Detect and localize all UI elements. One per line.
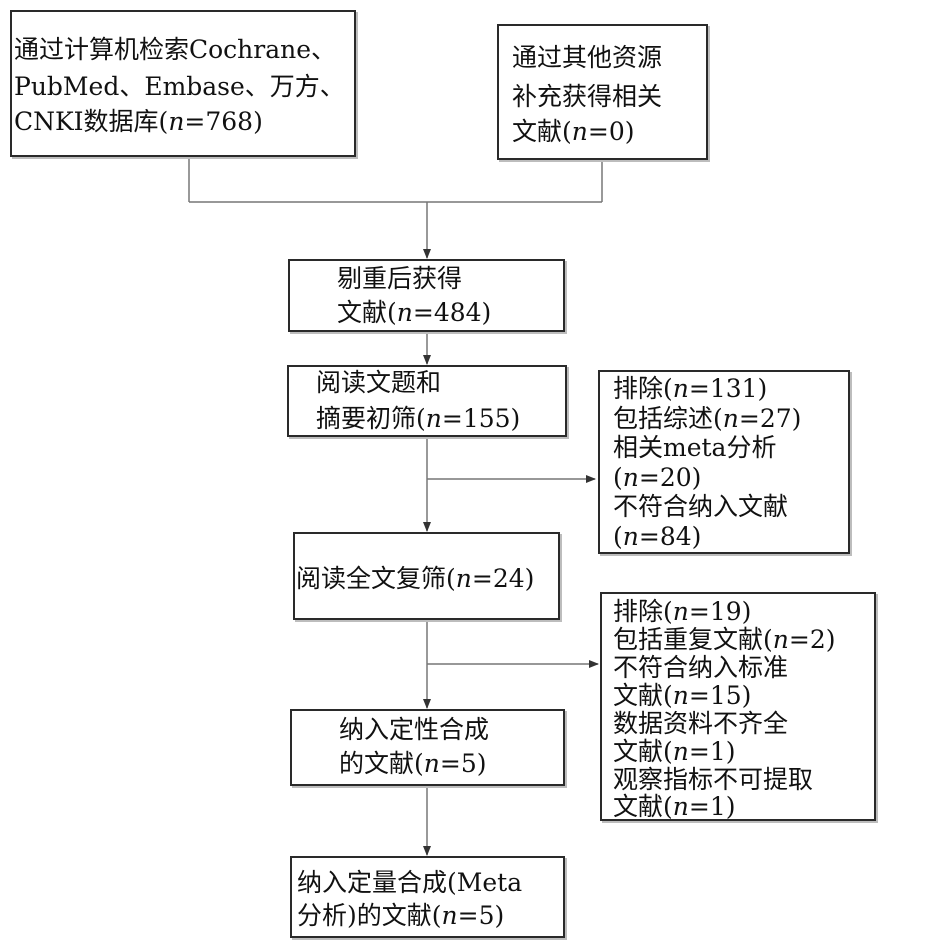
dedup-box bbox=[288, 259, 565, 332]
other-sources-box bbox=[497, 24, 708, 160]
other-line-2: 补充获得相关 bbox=[512, 82, 663, 111]
exclude2-line-3: 不符合纳入标准 bbox=[613, 653, 789, 682]
other-line-3: 文献(n=0) bbox=[512, 117, 635, 146]
exclude2-line-2: 包括重复文献(n=2) bbox=[613, 625, 836, 654]
dedup-line-1: 剔重后获得 bbox=[337, 264, 463, 293]
exclude2-line-4: 文献(n=15) bbox=[613, 681, 752, 710]
quantitative-box bbox=[290, 856, 565, 938]
exclude1-box bbox=[598, 370, 850, 554]
search-line-3: CNKI数据库(n=768) bbox=[14, 107, 263, 136]
screen-line-2: 摘要初筛(n=155) bbox=[316, 404, 521, 433]
exclude1-line-3: 相关meta分析 bbox=[613, 433, 777, 462]
exclude2-line-6: 文献(n=1) bbox=[613, 737, 736, 766]
exclude1-line-6: (n=84) bbox=[613, 522, 702, 551]
dedup-line-2: 文献(n=484) bbox=[337, 298, 492, 327]
fulltext-box bbox=[293, 532, 560, 620]
exclude1-line-1: 排除(n=131) bbox=[613, 374, 768, 403]
quantitative-line-1: 纳入定量合成(Meta bbox=[297, 868, 523, 897]
exclude2-line-1: 排除(n=19) bbox=[613, 597, 752, 626]
search-box bbox=[10, 10, 356, 157]
other-line-1: 通过其他资源 bbox=[512, 43, 663, 72]
exclude2-box bbox=[600, 592, 876, 821]
quantitative-line-2: 分析)的文献(n=5) bbox=[297, 901, 505, 930]
qualitative-line-2: 的文献(n=5) bbox=[339, 749, 487, 778]
screen-line-1: 阅读文题和 bbox=[316, 368, 442, 397]
exclude1-line-4: (n=20) bbox=[613, 463, 702, 492]
exclude2-line-8: 文献(n=1) bbox=[613, 792, 736, 821]
exclude1-line-5: 不符合纳入文献 bbox=[613, 492, 789, 521]
qualitative-box bbox=[290, 709, 565, 786]
exclude1-line-2: 包括综述(n=27) bbox=[613, 404, 802, 433]
screen-box bbox=[287, 365, 567, 437]
search-line-2: PubMed、Embase、万方、 bbox=[14, 72, 345, 101]
search-line-1: 通过计算机检索Cochrane、 bbox=[14, 35, 337, 64]
exclude2-line-5: 数据资料不齐全 bbox=[613, 709, 789, 738]
exclude2-line-7: 观察指标不可提取 bbox=[613, 765, 814, 794]
fulltext-line: 阅读全文复筛(n=24) bbox=[296, 564, 535, 593]
qualitative-line-1: 纳入定性合成 bbox=[339, 715, 490, 744]
